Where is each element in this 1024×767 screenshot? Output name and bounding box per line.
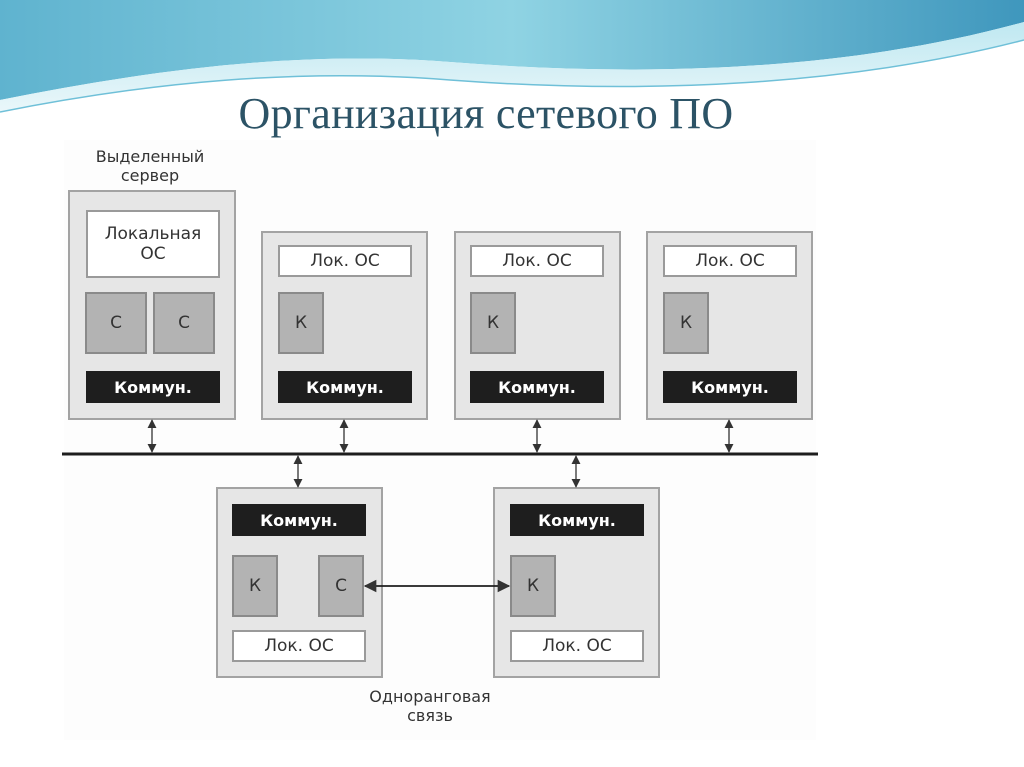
server-comm: Коммун. — [86, 371, 220, 403]
peer-2-module-k: К — [510, 555, 556, 617]
server-caption: Выделенный сервер — [95, 147, 205, 185]
client-1-comm: Коммун. — [278, 371, 412, 403]
peer-1-module-c: С — [318, 555, 364, 617]
peer-1-module-k: К — [232, 555, 278, 617]
client-1-module-k: К — [278, 292, 324, 354]
header-wave-decoration — [0, 0, 1024, 113]
peer-2-comm: Коммун. — [510, 504, 644, 536]
client-3-comm: Коммун. — [663, 371, 797, 403]
peer-1-comm: Коммун. — [232, 504, 366, 536]
client-1-local-os: Лок. ОС — [278, 245, 412, 277]
client-3-module-k: К — [663, 292, 709, 354]
peer-1-local-os: Лок. ОС — [232, 630, 366, 662]
slide-title: Организация сетевого ПО — [238, 89, 734, 138]
client-2-module-k: К — [470, 292, 516, 354]
peer-2-local-os: Лок. ОС — [510, 630, 644, 662]
client-3-local-os: Лок. ОС — [663, 245, 797, 277]
client-2-local-os: Лок. ОС — [470, 245, 604, 277]
server-module-c-2: С — [153, 292, 215, 354]
server-local-os: Локальная ОС — [86, 210, 220, 278]
peer-caption: Одноранговая связь — [369, 687, 491, 725]
client-2-comm: Коммун. — [470, 371, 604, 403]
server-module-c-1: С — [85, 292, 147, 354]
